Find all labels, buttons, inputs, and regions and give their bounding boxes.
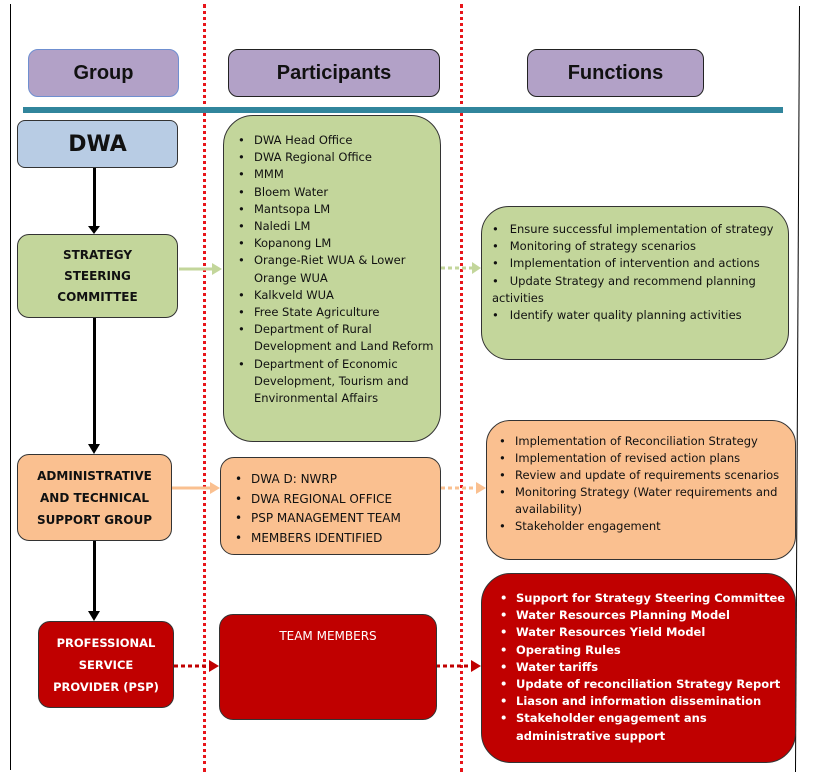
list-item: Update of reconciliation Strategy Report xyxy=(496,676,787,693)
list-item: Stakeholder engagement xyxy=(495,518,787,535)
connector-admin-psp xyxy=(93,541,96,613)
list-item: Kopanong LM xyxy=(234,235,434,252)
group-psp-line-2: SERVICE xyxy=(78,657,134,672)
connector-steering-admin xyxy=(93,318,96,446)
list-item: Kalkveld WUA xyxy=(234,287,434,304)
group-psp-line-3: PROVIDER (PSP) xyxy=(53,679,159,694)
group-dwa-label: DWA xyxy=(68,131,127,157)
left-border xyxy=(10,4,11,770)
list-item: MEMBERS IDENTIFIED xyxy=(231,529,434,549)
list-item: DWA REGIONAL OFFICE xyxy=(231,490,434,510)
participants-psp-label: TEAM MEMBERS xyxy=(279,629,377,643)
group-admin-line-1: ADMINISTRATIVE xyxy=(37,468,152,483)
functions-psp-list: Support for Strategy Steering Committee … xyxy=(496,590,787,745)
list-item: Implementation of revised action plans xyxy=(495,450,787,467)
bullet-icon: • xyxy=(492,256,510,271)
bullet-icon: • xyxy=(492,222,510,236)
list-item: Department of Economic Development, Tour… xyxy=(234,356,434,408)
group-professional-service-provider: PROFESSIONAL SERVICE PROVIDER (PSP) xyxy=(38,621,174,708)
list-item: Operating Rules xyxy=(496,642,787,659)
group-steering-line-1: STRATEGY xyxy=(62,247,133,262)
list-item: Stakeholder engagement ans administrativ… xyxy=(496,710,787,744)
list-item: DWA Head Office xyxy=(234,132,434,149)
list-item: • Monitoring of strategy scenarios xyxy=(492,239,696,254)
functions-admin-box: Implementation of Reconciliation Strateg… xyxy=(486,420,796,560)
list-item: • Update Strategy and recommend planning… xyxy=(492,273,756,305)
list-item: Free State Agriculture xyxy=(234,304,434,321)
arrowhead-down-2 xyxy=(88,444,100,454)
header-functions: Functions xyxy=(527,49,704,97)
column-separator-2 xyxy=(460,4,463,772)
list-item: • Identify water quality planning activi… xyxy=(492,308,742,323)
list-item: Review and update of requirements scenar… xyxy=(495,467,787,484)
group-psp-line-1: PROFESSIONAL xyxy=(56,635,156,650)
list-item: Department of Rural Development and Land… xyxy=(234,321,434,355)
list-item: Orange-Riet WUA & Lower Orange WUA xyxy=(234,252,434,286)
list-item: • Implementation of intervention and act… xyxy=(492,256,760,271)
list-item: Support for Strategy Steering Committee xyxy=(496,590,787,607)
group-steering-line-2: STEERING xyxy=(64,268,131,283)
list-item: Water tariffs xyxy=(496,659,787,676)
list-item: Water Resources Planning Model xyxy=(496,607,787,624)
participants-admin-box: DWA D: NWRP DWA REGIONAL OFFICE PSP MANA… xyxy=(220,457,441,555)
header-group: Group xyxy=(28,49,179,97)
functions-admin-list: Implementation of Reconciliation Strateg… xyxy=(495,433,787,535)
group-strategy-steering-committee: STRATEGY STEERING COMMITTEE xyxy=(17,234,178,318)
functions-psp-box: Support for Strategy Steering Committee … xyxy=(481,573,796,763)
arrowhead-down-3 xyxy=(88,611,100,621)
bullet-icon: • xyxy=(492,239,510,254)
group-admin-line-3: SUPPORT GROUP xyxy=(36,512,153,527)
list-item: DWA D: NWRP xyxy=(231,470,434,490)
list-item: Naledi LM xyxy=(234,218,434,235)
connector-dwa-steering xyxy=(93,168,96,228)
arrowhead-down-1 xyxy=(88,226,100,234)
functions-steering-box: • Ensure successful implementation of st… xyxy=(481,206,789,360)
list-item: Mantsopa LM xyxy=(234,201,434,218)
list-item: Bloem Water xyxy=(234,184,434,201)
bullet-icon: • xyxy=(492,273,510,288)
group-admin-line-2: AND TECHNICAL xyxy=(40,490,149,505)
list-item: DWA Regional Office xyxy=(234,149,434,166)
list-item: MMM xyxy=(234,166,434,183)
list-item: PSP MANAGEMENT TEAM xyxy=(231,509,434,529)
participants-admin-list: DWA D: NWRP DWA REGIONAL OFFICE PSP MANA… xyxy=(231,470,434,548)
list-item: Monitoring Strategy (Water requirements … xyxy=(495,484,787,518)
list-item: Water Resources Yield Model xyxy=(496,624,787,641)
list-item: • Ensure successful implementation of st… xyxy=(492,222,774,236)
functions-steering-list: • Ensure successful implementation of st… xyxy=(492,221,778,324)
group-dwa: DWA xyxy=(17,120,178,168)
bullet-icon: • xyxy=(492,308,510,323)
list-item: Implementation of Reconciliation Strateg… xyxy=(495,433,787,450)
list-item: Liason and information dissemination xyxy=(496,693,787,710)
header-divider xyxy=(23,107,783,113)
participants-steering-list: DWA Head Office DWA Regional Office MMM … xyxy=(234,132,434,407)
header-participants: Participants xyxy=(228,49,440,97)
group-administrative-technical-support: ADMINISTRATIVE AND TECHNICAL SUPPORT GRO… xyxy=(17,454,172,541)
group-steering-line-3: COMMITTEE xyxy=(57,289,138,304)
participants-psp-box: TEAM MEMBERS xyxy=(219,614,437,720)
column-separator-1 xyxy=(203,4,206,772)
participants-steering-box: DWA Head Office DWA Regional Office MMM … xyxy=(223,115,441,442)
